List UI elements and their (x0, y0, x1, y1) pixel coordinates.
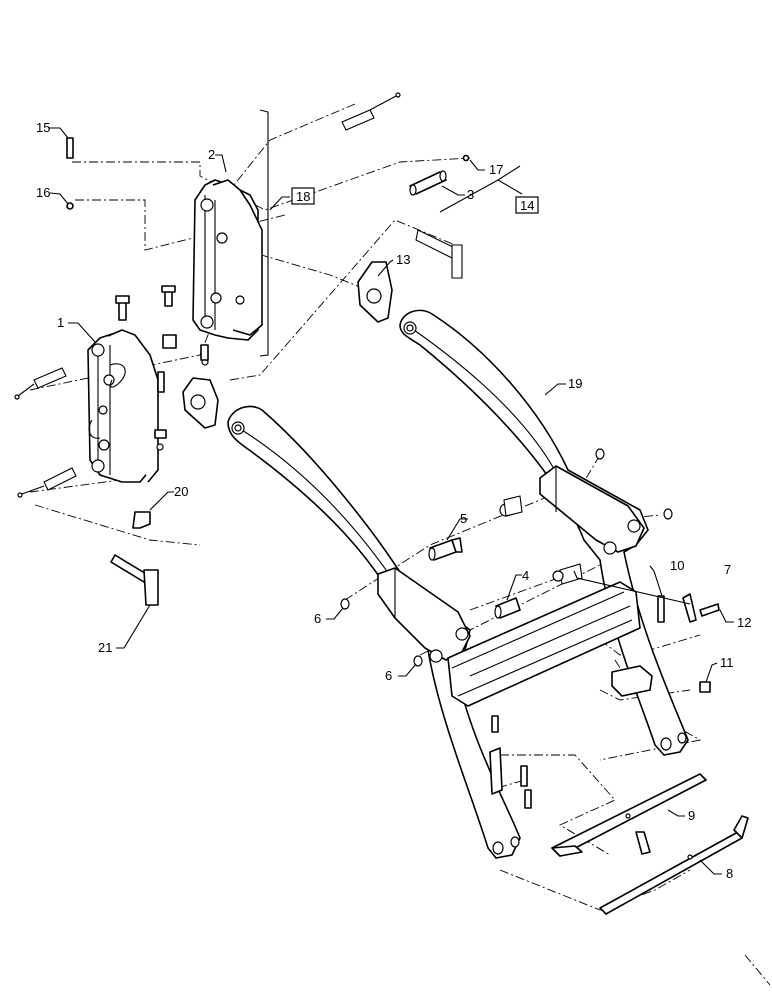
pin-21 (110, 554, 159, 606)
lower-bracket-assembly (87, 329, 167, 483)
fitting-16 (66, 202, 74, 210)
callout-numbers: 1 2 3 4 5 6 6 7 8 9 10 11 12 13 15 16 17… (36, 120, 751, 881)
group-bracket-14 (439, 179, 523, 213)
snap-ring-right-lower (663, 508, 673, 520)
corner-mark (744, 954, 771, 986)
snap-ring-right-upper (595, 448, 605, 460)
snap-ring-6b (413, 655, 423, 667)
cap-plate-left (182, 377, 219, 429)
callout-13: 13 (396, 252, 410, 267)
bolt-lower-3 (491, 715, 499, 733)
callout-2: 2 (208, 147, 215, 162)
upper-bracket-assembly (115, 179, 263, 366)
nut-11 (699, 681, 711, 693)
pivot-pin-3 (409, 170, 447, 196)
callout-19: 19 (568, 376, 582, 391)
callout-3: 3 (467, 187, 474, 202)
group-bracket-18 (259, 109, 269, 357)
callout-14: 14 (520, 198, 534, 213)
callout-6a: 6 (314, 611, 321, 626)
callout-7: 7 (724, 562, 731, 577)
bolt-15 (66, 137, 74, 159)
snap-ring-6a (340, 598, 350, 610)
callout-8: 8 (726, 866, 733, 881)
washer-17 (462, 154, 470, 162)
callout-21: 21 (98, 640, 112, 655)
callout-1: 1 (57, 315, 64, 330)
callout-6b: 6 (385, 668, 392, 683)
cross-tube (447, 581, 641, 707)
callout-5: 5 (460, 511, 467, 526)
callout-4: 4 (522, 568, 529, 583)
cap-plate-13 (357, 261, 393, 323)
callout-box-18 (291, 187, 315, 205)
group-bracket-14b (497, 165, 521, 181)
callout-20: 20 (174, 484, 188, 499)
leader-lines (48, 127, 734, 875)
callout-9: 9 (688, 808, 695, 823)
callout-12: 12 (737, 615, 751, 630)
callout-16: 16 (36, 185, 50, 200)
roll-pins (14, 92, 583, 585)
callout-15: 15 (36, 120, 50, 135)
bolt-lower-1 (520, 765, 528, 787)
callout-11: 11 (720, 655, 734, 670)
pin-5 (428, 537, 463, 561)
bolt-lower-2 (524, 789, 532, 809)
callout-10: 10 (670, 558, 684, 573)
callout-box-14 (515, 196, 539, 214)
bolt-10 (657, 595, 665, 623)
callout-18: 18 (296, 189, 310, 204)
bracket-20 (132, 511, 151, 529)
bolt-7 (682, 593, 697, 623)
left-boom-arm (227, 405, 521, 859)
callout-17: 17 (489, 162, 503, 177)
pin-4 (494, 597, 521, 619)
bolt-12 (699, 603, 720, 617)
bracket-right-lower (611, 665, 653, 697)
bar-8 (599, 813, 749, 915)
right-boom-arm-19 (399, 309, 689, 756)
